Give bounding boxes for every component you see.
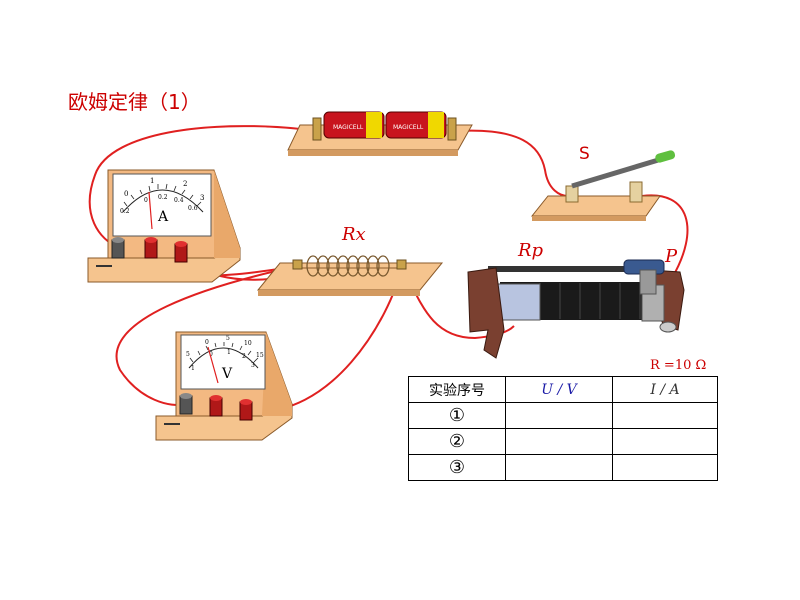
rheostat-exposed-coil	[495, 283, 541, 321]
wire-battery-switch	[457, 129, 569, 197]
label-s: S	[579, 144, 590, 164]
voltmeter: 5 0 5 10 15 1 0 1 2 3 V	[155, 331, 293, 441]
header-current: I / A	[612, 376, 718, 403]
voltmeter-bot-2: 1	[227, 349, 231, 356]
label-rx: Rx	[342, 224, 366, 245]
ammeter-top-3: 3	[200, 194, 204, 202]
row-no: ③	[408, 454, 506, 481]
ammeter-needle	[148, 191, 153, 230]
rheostat-slider[interactable]	[623, 259, 665, 295]
header-trial-no: 实验序号	[408, 376, 506, 403]
switch-handle[interactable]	[654, 149, 676, 163]
rx-coil	[306, 255, 390, 277]
voltmeter-ticks	[189, 342, 259, 363]
rx-terminal-left[interactable]	[292, 259, 303, 270]
data-table: 实验序号 U / V I / A ① ② ③	[408, 376, 718, 481]
voltmeter-bot-4: 3	[251, 362, 255, 369]
resistor-rx	[256, 255, 444, 296]
ammeter-bot-4: 0.6	[188, 205, 198, 212]
rx-terminal-right[interactable]	[396, 259, 407, 270]
battery-cell-left: MAGICELL	[323, 111, 385, 139]
ammeter-bot-0: 0.2	[120, 208, 130, 215]
ammeter-bot-1: 0	[144, 197, 148, 204]
ammeter-ticks	[123, 183, 202, 207]
table-row: ②	[408, 428, 718, 455]
ammeter: 0 1 2 3 0.2 0 0.2 0.4 0.6 A	[87, 169, 241, 283]
voltmeter-top-4: 15	[256, 352, 264, 359]
voltmeter-top-3: 10	[244, 340, 252, 347]
table-header-row: 实验序号 U / V I / A	[408, 376, 718, 403]
rheostat-rp	[467, 259, 685, 359]
voltmeter-terminals[interactable]	[179, 393, 253, 421]
label-p: P	[665, 246, 678, 267]
switch[interactable]	[530, 149, 676, 221]
rheostat-left-stand	[467, 267, 505, 359]
resistance-note: R =10 Ω	[650, 358, 707, 373]
row-no: ①	[408, 402, 506, 429]
voltmeter-symbol: V	[221, 366, 233, 382]
row-voltage-cell[interactable]	[505, 428, 613, 455]
ammeter-symbol: A	[157, 209, 169, 225]
table-row: ①	[408, 402, 718, 429]
ammeter-top-2: 2	[183, 180, 187, 188]
table-row: ③	[408, 454, 718, 481]
voltmeter-top-0: 5	[186, 351, 190, 358]
voltmeter-needle	[207, 346, 219, 384]
battery-cell-right: MAGICELL	[385, 111, 447, 139]
wire-rx-voltmeter	[115, 265, 299, 406]
voltmeter-top-1: 0	[205, 339, 209, 346]
wire-battery-ammeter	[88, 125, 319, 248]
battery-text-left: MAGICELL	[333, 124, 364, 131]
rheostat-rail	[488, 266, 664, 272]
ammeter-bot-2: 0.2	[158, 194, 168, 201]
voltmeter-bot-3: 2	[242, 353, 246, 360]
voltmeter-bot-0: 1	[191, 365, 195, 372]
ammeter-terminals[interactable]	[111, 237, 188, 263]
ammeter-bot-3: 0.4	[174, 197, 184, 204]
voltmeter-bot-1: 0	[209, 351, 213, 358]
row-current-cell[interactable]	[612, 428, 718, 455]
page-title: 欧姆定律（1）	[68, 90, 201, 114]
row-voltage-cell[interactable]	[505, 402, 613, 429]
row-voltage-cell[interactable]	[505, 454, 613, 481]
header-voltage: U / V	[505, 376, 613, 403]
row-current-cell[interactable]	[612, 454, 718, 481]
battery-holder: MAGICELL MAGICELL	[287, 111, 473, 156]
ammeter-top-1: 1	[150, 177, 154, 185]
battery-text-right: MAGICELL	[393, 124, 424, 131]
label-rp: Rp	[518, 240, 544, 261]
voltmeter-top-2: 5	[226, 335, 230, 342]
ammeter-top-0: 0	[124, 190, 128, 198]
row-current-cell[interactable]	[612, 402, 718, 429]
row-no: ②	[408, 428, 506, 455]
